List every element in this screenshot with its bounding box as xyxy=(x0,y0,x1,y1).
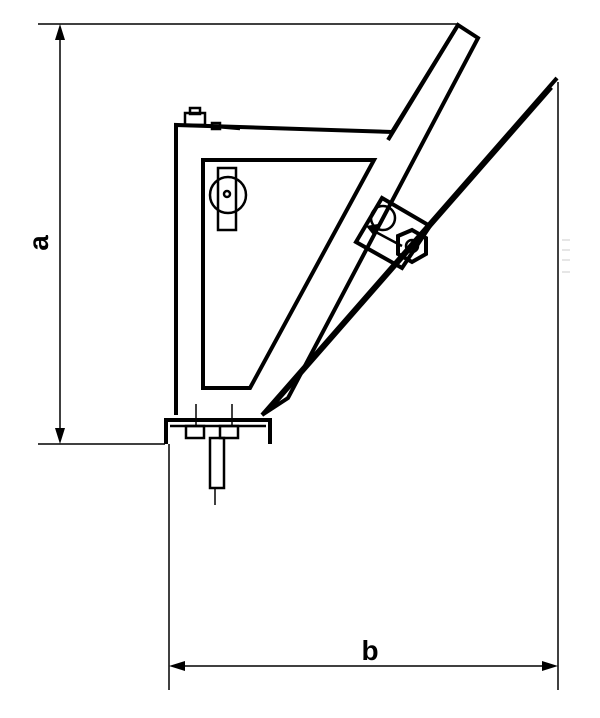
bracket-frame xyxy=(174,22,481,417)
dimension-a-arrow-top xyxy=(55,24,65,40)
dimension-a: a xyxy=(23,23,458,445)
rail-inner xyxy=(269,87,553,411)
dimension-a-label: a xyxy=(23,235,54,251)
dimension-b-arrow-right xyxy=(542,661,558,671)
rail-clamp xyxy=(353,195,433,271)
dimension-b-label: b xyxy=(361,635,378,666)
rail-clamp-nut xyxy=(396,227,428,265)
base-bolt-right xyxy=(218,424,240,440)
pulley-clamp xyxy=(208,166,248,232)
base-bolt-left xyxy=(184,424,206,440)
top-bolt xyxy=(183,106,241,131)
base-plate xyxy=(164,404,272,505)
dimension-b: b xyxy=(168,82,559,690)
dimension-a-arrow-bottom xyxy=(55,428,65,444)
anchor-rod xyxy=(208,436,226,490)
rail-outer xyxy=(260,76,559,417)
dimension-b-arrow-left xyxy=(169,661,185,671)
mounting-rail xyxy=(260,76,559,417)
strut-inner-edge xyxy=(386,23,460,142)
faint-marks xyxy=(562,239,570,273)
frame-inner-cutout xyxy=(201,158,378,390)
